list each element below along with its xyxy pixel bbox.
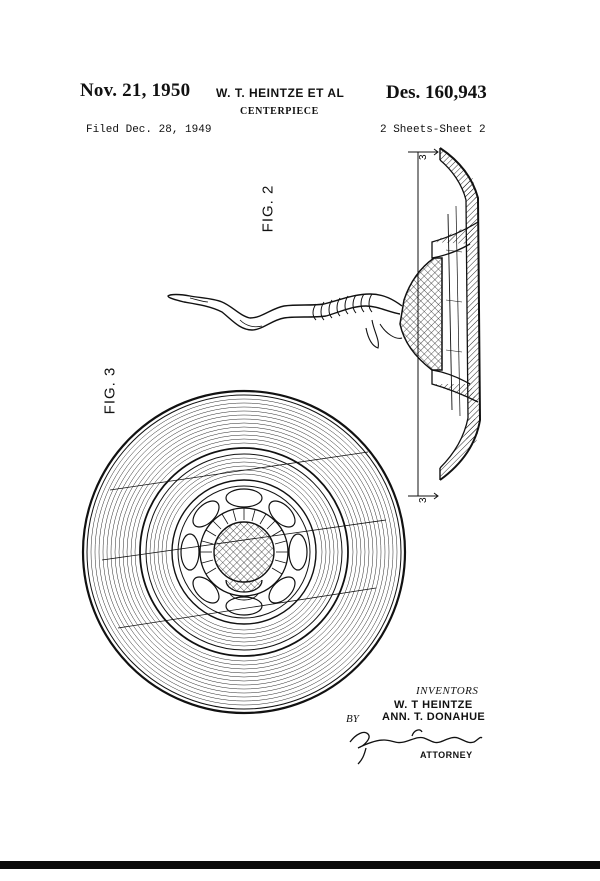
filed-date: Filed Dec. 28, 1949 [86, 124, 212, 136]
by-label: BY [346, 713, 359, 725]
inventor-name-2: ANN. T. DONAHUE [382, 711, 486, 723]
patent-date: Nov. 21, 1950 [80, 80, 191, 101]
bottom-border-bar [0, 861, 600, 869]
fig-2-side-view [167, 147, 482, 500]
inventors-label: INVENTORS [416, 685, 479, 697]
patent-title: CENTERPIECE [240, 106, 319, 117]
inventor-name-1: W. T HEINTZE [394, 699, 473, 711]
attorney-label: ATTORNEY [420, 750, 473, 760]
patent-number: Des. 160,943 [386, 82, 487, 103]
fig-3-top-view [81, 389, 407, 715]
sheet-count: 2 Sheets-Sheet 2 [380, 124, 486, 136]
attorney-signature [349, 729, 483, 765]
inventors-header: W. T. HEINTZE ET AL [216, 86, 345, 100]
section-mark-top: 3 [418, 154, 429, 160]
section-mark-bottom: 3 [418, 497, 429, 503]
